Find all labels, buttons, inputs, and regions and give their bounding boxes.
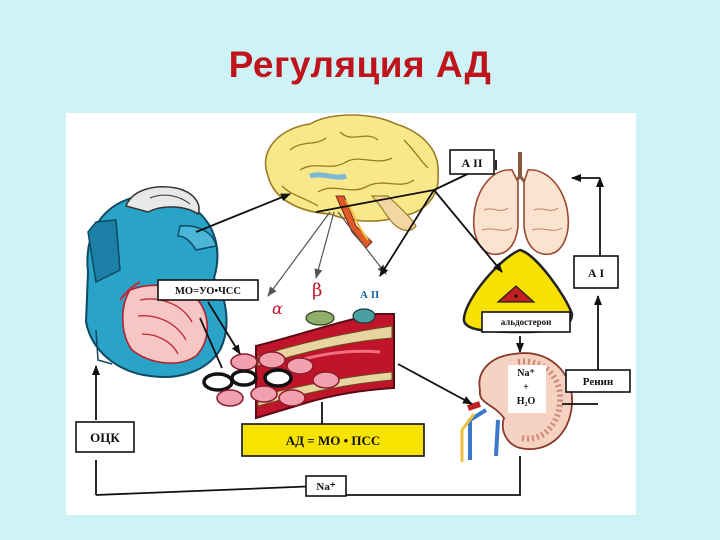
arrows <box>92 160 604 496</box>
a2-top-box: А II <box>449 149 495 175</box>
ad-formula-label: АД = МО • ПСС <box>286 433 381 448</box>
mo-formula-label: МО=УО•ЧСС <box>175 286 241 297</box>
heart-illustration <box>84 186 228 378</box>
na-bottom-label: Na⁺ <box>316 481 335 493</box>
ad-formula-box: АД = МО • ПСС <box>241 423 425 457</box>
kidney-text: Na⁺ + H₂O <box>517 368 536 407</box>
kidney-plus-label: + <box>523 382 529 393</box>
a2-top-label: А II <box>461 156 482 170</box>
aldosterone-box: альдостерон <box>481 311 571 333</box>
ock-label: ОЦК <box>90 430 120 445</box>
ock-box: ОЦК <box>75 421 135 453</box>
na-bottom-box: Na⁺ <box>305 475 347 497</box>
kidney-h2o-label: H₂O <box>517 396 536 407</box>
a1-label: А I <box>588 266 605 280</box>
aldosterone-label: альдостерон <box>501 317 552 327</box>
mo-formula-box: МО=УО•ЧСС <box>157 279 259 301</box>
beta-label: β <box>312 280 322 301</box>
a1-box: А I <box>573 255 619 289</box>
slide-title: Регуляция АД <box>228 44 492 85</box>
renin-label: Ренин <box>583 376 614 388</box>
brain-illustration <box>264 114 439 249</box>
kidney-na-label: Na⁺ <box>517 368 535 379</box>
a2-vessel-label: А II <box>360 289 379 301</box>
renin-box: Ренин <box>565 369 631 393</box>
alpha-label: α <box>272 299 283 318</box>
blood-cells <box>202 351 340 407</box>
